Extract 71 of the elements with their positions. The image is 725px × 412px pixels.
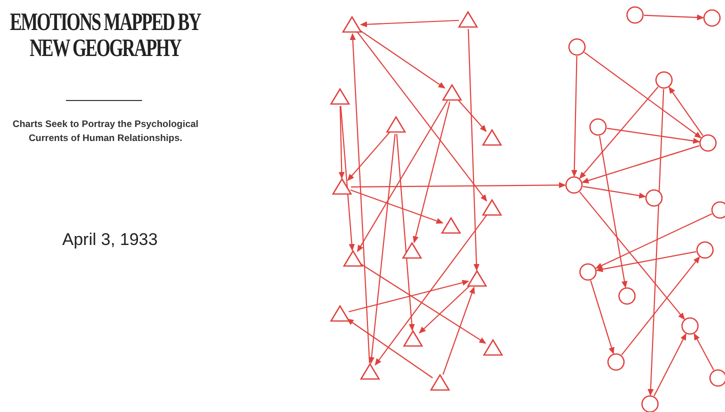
triangle-node — [440, 216, 462, 234]
circle-node — [579, 263, 597, 281]
arrow — [644, 14, 704, 20]
circle-node — [703, 9, 721, 27]
date-text: April 3, 1933 — [61, 230, 159, 250]
triangle-node — [330, 304, 350, 322]
triangle-node — [402, 330, 424, 347]
arrow — [468, 28, 480, 271]
arrow — [347, 131, 390, 181]
arrow — [360, 263, 486, 344]
arrow — [582, 145, 700, 184]
circle-node — [681, 317, 699, 335]
headline: EMOTIONS MAPPED BY NEW GEOGRAPHY — [8, 10, 202, 62]
triangle-node — [332, 178, 352, 195]
triangle-node — [330, 88, 350, 105]
arrow — [338, 106, 345, 179]
triangle-node — [430, 374, 450, 391]
circle-node — [626, 6, 644, 24]
arrow — [368, 134, 396, 364]
arrow — [668, 86, 704, 136]
arrow — [579, 192, 685, 320]
arrow — [348, 280, 470, 312]
arrow — [579, 86, 659, 179]
triangle-node — [482, 198, 502, 216]
subheadline: Charts Seek to Portray the Psychological Currents of Human Relationships. — [12, 118, 200, 146]
arrow — [648, 88, 664, 396]
arrow — [396, 134, 415, 332]
arrow — [606, 128, 700, 144]
arrow — [357, 100, 448, 252]
arrow — [357, 32, 488, 202]
arrow — [458, 99, 487, 132]
arrow — [350, 190, 444, 224]
triangle-node — [442, 84, 462, 101]
triangle-node — [342, 16, 362, 33]
triangle-node — [482, 338, 504, 356]
arrow — [595, 213, 712, 269]
arrow — [412, 102, 450, 244]
circle-node — [607, 353, 625, 371]
circle-node — [699, 134, 717, 152]
arrow — [340, 106, 355, 252]
arrow — [621, 256, 700, 356]
circle-node — [645, 189, 663, 207]
circle-node — [589, 118, 607, 136]
arrow — [598, 136, 628, 288]
triangle-node — [466, 270, 488, 287]
triangle-node — [482, 128, 502, 146]
arrow — [582, 186, 646, 199]
triangle-node — [386, 116, 406, 133]
arrow — [590, 280, 614, 354]
circle-node — [568, 38, 586, 56]
triangle-node — [342, 250, 364, 267]
arrow — [596, 251, 696, 272]
arrow — [654, 333, 686, 396]
arrow — [374, 214, 488, 366]
circle-node — [696, 241, 714, 259]
arrow — [571, 56, 578, 177]
circle-node — [565, 176, 583, 194]
triangle-node — [360, 362, 380, 380]
arrow — [346, 318, 433, 378]
triangle-node — [402, 242, 422, 259]
circle-node — [618, 287, 636, 305]
arrow — [359, 30, 446, 88]
arrow — [442, 286, 475, 375]
circle-node — [655, 71, 673, 89]
arrow — [360, 20, 460, 28]
arrow — [584, 52, 702, 138]
arrow — [694, 333, 714, 370]
triangle-node — [458, 10, 478, 28]
arrow — [350, 33, 370, 364]
arrow — [351, 182, 566, 188]
arrow — [418, 284, 471, 334]
